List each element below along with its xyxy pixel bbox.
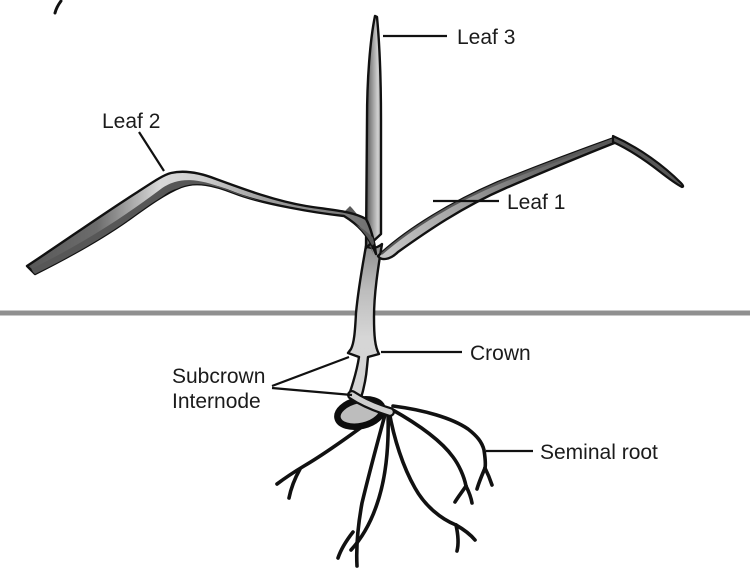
stray-mark — [53, 0, 63, 15]
seed-stalk — [349, 392, 393, 415]
root-mid-fork-b — [454, 523, 477, 542]
root-system — [275, 404, 494, 568]
stem-and-crown — [346, 242, 384, 403]
label-subcrown-line1: Subcrown — [172, 365, 265, 388]
leaf-1-tip — [611, 134, 685, 189]
label-subcrown-line2: Internode — [172, 390, 261, 413]
leaf-1-blade — [376, 136, 619, 261]
labels: Leaf 3 Leaf 2 Leaf 1 Crown Subcrown Inte… — [102, 26, 658, 464]
root-right-lower — [389, 407, 468, 488]
label-leaf-1: Leaf 1 — [507, 191, 565, 214]
leader-leaf-2 — [138, 131, 165, 172]
leaf-3-blade — [364, 14, 383, 250]
root-seminal-fork-a — [483, 466, 494, 487]
leader-lines — [138, 34, 533, 453]
root-long — [354, 409, 388, 568]
root-right-lower-fork-b — [453, 484, 468, 504]
root-mid-left-fork — [336, 530, 355, 560]
leader-subcrown-lower — [271, 386, 353, 397]
root-mid-fork-a — [454, 523, 460, 553]
leaf-2-blade — [25, 170, 378, 276]
root-right-lower-fork-a — [464, 484, 474, 505]
leaf-2 — [25, 170, 378, 276]
root-mid — [387, 409, 458, 527]
root-left-fork — [287, 467, 302, 500]
leader-subcrown-upper — [271, 355, 350, 388]
leaf-1 — [376, 134, 685, 261]
root-seminal-fork-b — [475, 466, 487, 491]
label-seminal-root: Seminal root — [540, 441, 658, 464]
root-seminal — [391, 404, 488, 470]
root-mid-left — [349, 410, 390, 552]
label-crown: Crown — [470, 342, 531, 365]
label-leaf-3: Leaf 3 — [457, 26, 515, 49]
label-leaf-2: Leaf 2 — [102, 110, 160, 133]
